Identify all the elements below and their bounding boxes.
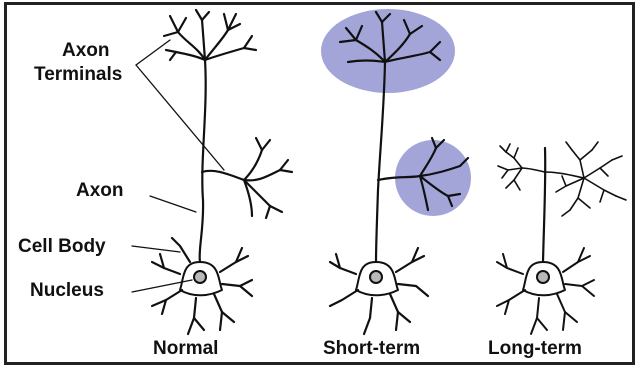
cell-body-long-term — [497, 248, 594, 334]
label-axon-terminals-line2: Terminals — [34, 64, 122, 85]
leader-axon — [150, 196, 196, 212]
nucleus-normal — [194, 271, 206, 283]
axon-terminals-top-normal — [164, 10, 256, 60]
cell-body-short-term — [330, 248, 428, 334]
neuron-long-term — [497, 142, 626, 334]
label-cell-body: Cell Body — [18, 236, 106, 257]
label-axon-terminals-line1: Axon — [62, 40, 110, 61]
leader-cell-body — [132, 246, 180, 252]
label-nucleus: Nucleus — [30, 280, 104, 301]
highlight-regions — [321, 9, 471, 216]
caption-short-term: Short-term — [323, 338, 420, 360]
axon-normal — [200, 60, 206, 262]
leader-axon-terminals-side — [136, 65, 224, 170]
axon-terminals-right-long-term — [545, 142, 626, 216]
leader-axon-terminals — [136, 40, 170, 65]
axon-long-term — [543, 148, 545, 262]
caption-long-term: Long-term — [488, 338, 582, 360]
cell-body-normal — [152, 238, 252, 334]
axon-terminals-left-long-term — [498, 144, 545, 190]
neuron-normal — [152, 10, 292, 334]
axon-terminals-side-normal — [202, 138, 292, 218]
caption-normal: Normal — [153, 338, 218, 360]
label-leader-lines — [132, 40, 224, 292]
highlight-upper-terminals — [321, 9, 455, 93]
nucleus-long-term — [537, 271, 549, 283]
label-axon: Axon — [76, 180, 124, 201]
nucleus-short-term — [370, 271, 382, 283]
